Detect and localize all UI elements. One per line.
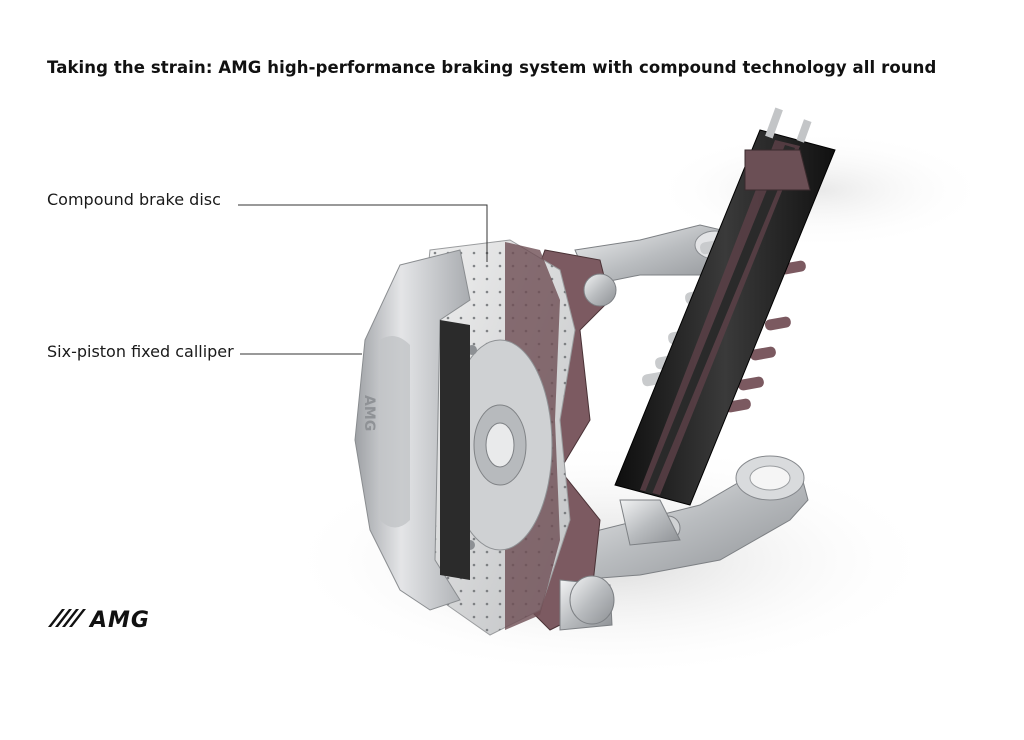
page-title: Taking the strain: AMG high-performance … bbox=[47, 58, 937, 77]
svg-text:AMG: AMG bbox=[361, 395, 377, 431]
shock-absorber bbox=[614, 107, 836, 546]
callout-label-caliper: Six-piston fixed calliper bbox=[47, 342, 234, 361]
callout-label-brake-disc: Compound brake disc bbox=[47, 190, 221, 209]
amg-logo-text: AMG bbox=[88, 608, 150, 632]
leader-line-disc bbox=[238, 204, 488, 262]
leader-lines bbox=[238, 204, 488, 355]
amg-logo-icon: AMG bbox=[48, 608, 150, 632]
six-piston-caliper: AMG bbox=[354, 249, 471, 611]
